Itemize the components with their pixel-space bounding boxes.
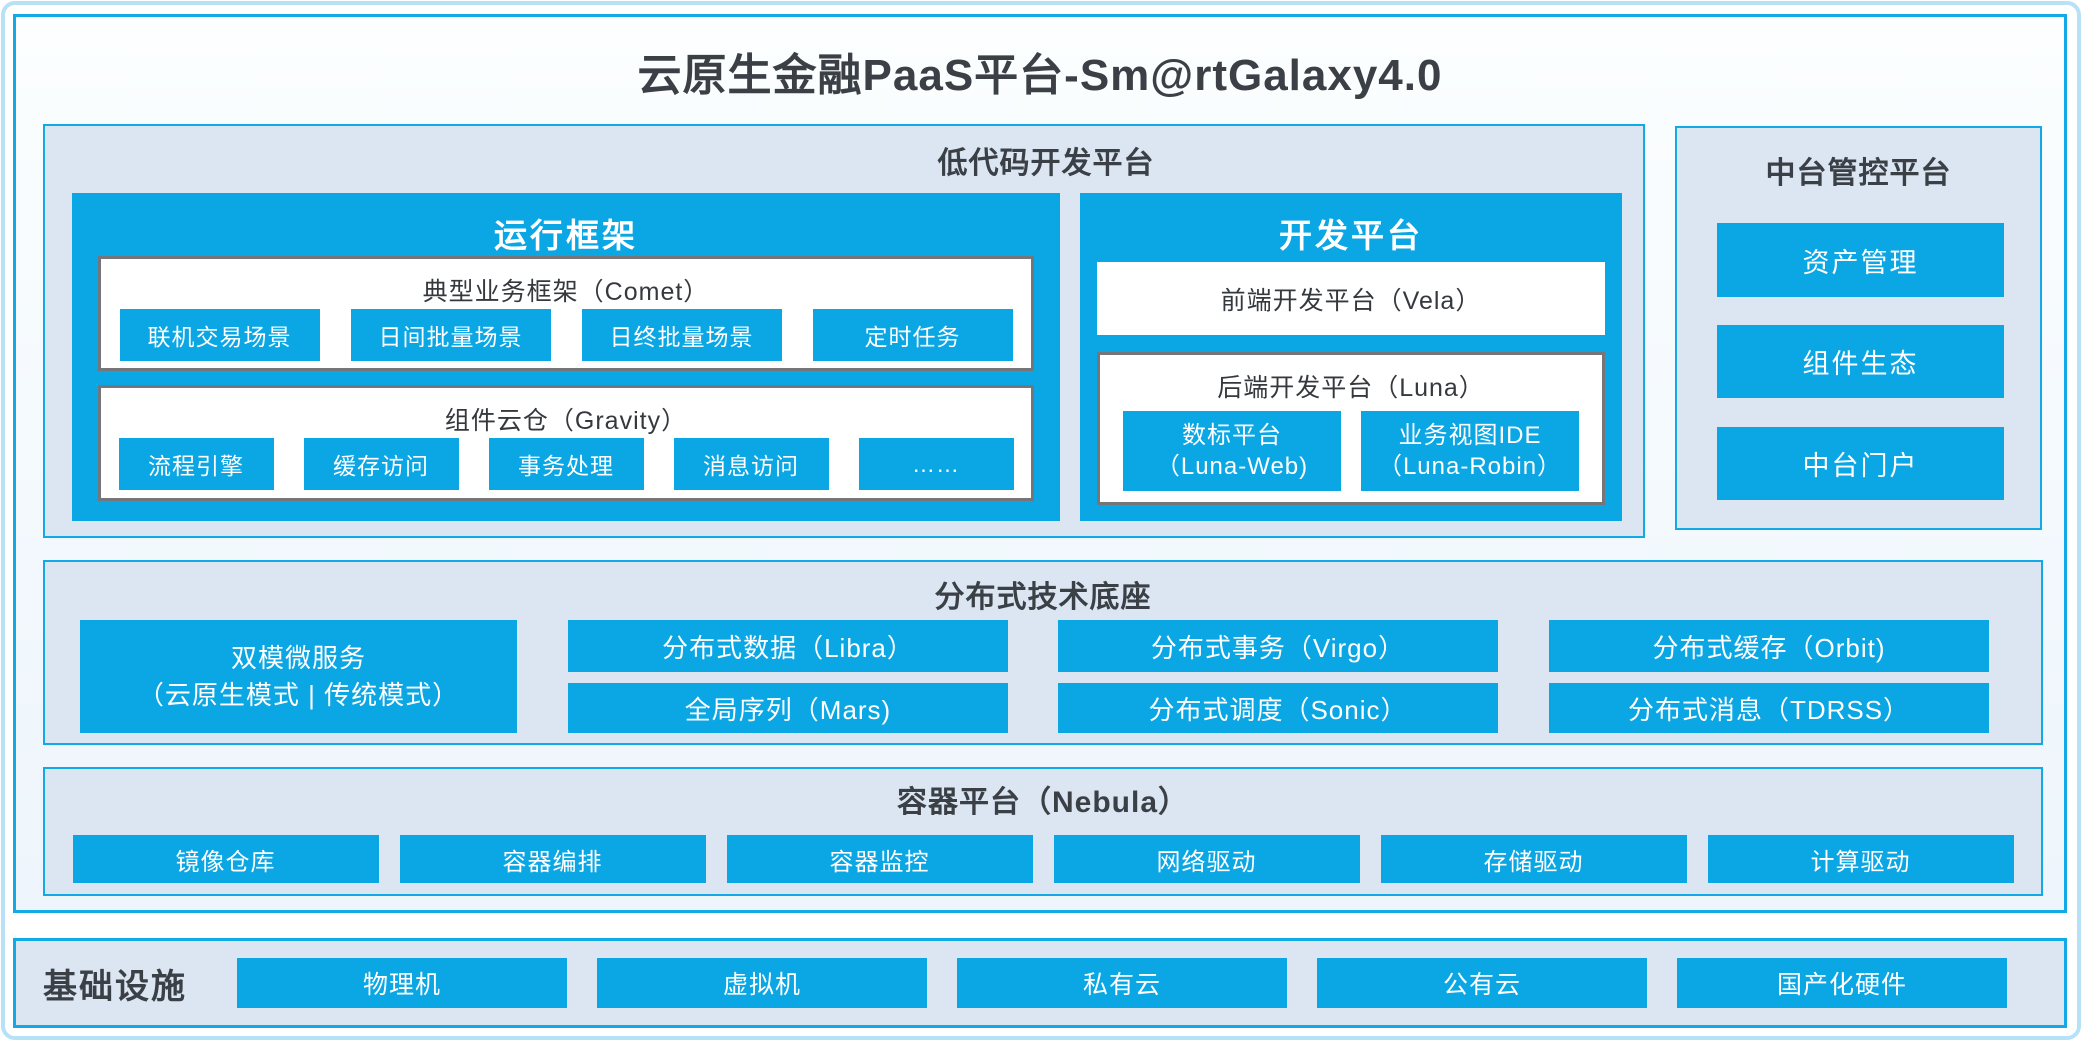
distributed-transaction-chip: 分布式事务（Virgo） xyxy=(1058,620,1498,672)
page-title: 云原生金融PaaS平台-Sm@rtGalaxy4.0 xyxy=(637,51,1443,100)
luna-robin-chip-line1: 业务视图IDE xyxy=(1398,421,1542,449)
storage-driver-chip: 存储驱动 xyxy=(1380,835,1687,883)
luna-backend-box: 后端开发平台（Luna） 数标平台 （Luna-Web) 业务视图IDE （Lu… xyxy=(1097,352,1605,505)
domestic-hardware-chip: 国产化硬件 xyxy=(1677,958,2007,1008)
comet-chip: 日间批量场景 xyxy=(350,309,551,361)
platform-diagram: 云原生金融PaaS平台-Sm@rtGalaxy4.0 低代码开发平台 运行框架 … xyxy=(13,14,2067,913)
dev-platform-title: 开发平台 xyxy=(1279,217,1423,254)
gravity-chip: 缓存访问 xyxy=(303,438,459,490)
comet-framework-box: 典型业务框架（Comet） 联机交易场景 日间批量场景 日终批量场景 定时任务 xyxy=(98,256,1034,371)
comet-chip: 日终批量场景 xyxy=(581,309,782,361)
distributed-scheduling-chip: 分布式调度（Sonic） xyxy=(1058,683,1498,733)
luna-backend-title: 后端开发平台（Luna） xyxy=(1217,374,1485,402)
asset-management-chip: 资产管理 xyxy=(1717,223,2004,297)
network-driver-chip: 网络驱动 xyxy=(1053,835,1360,883)
gravity-chip: 消息访问 xyxy=(673,438,829,490)
luna-robin-chip: 业务视图IDE （Luna-Robin） xyxy=(1361,411,1579,491)
luna-chip-row: 数标平台 （Luna-Web) 业务视图IDE （Luna-Robin） xyxy=(1100,411,1602,491)
gravity-chip-row: 流程引擎 缓存访问 事务处理 消息访问 …… xyxy=(101,438,1031,490)
comet-framework-title: 典型业务框架（Comet） xyxy=(422,278,710,306)
dev-platform-box: 开发平台 前端开发平台（Vela） 后端开发平台（Luna） 数标平台 （Lun… xyxy=(1080,193,1622,521)
lowcode-panel-title: 低代码开发平台 xyxy=(937,147,1155,180)
compute-driver-chip: 计算驱动 xyxy=(1707,835,2014,883)
comet-chip-row: 联机交易场景 日间批量场景 日终批量场景 定时任务 xyxy=(101,309,1031,361)
dual-mode-line1: 双模微服务 xyxy=(230,643,366,674)
container-monitoring-chip: 容器监控 xyxy=(726,835,1033,883)
gravity-warehouse-box: 组件云仓（Gravity） 流程引擎 缓存访问 事务处理 消息访问 …… xyxy=(98,385,1034,501)
lowcode-panel: 低代码开发平台 运行框架 典型业务框架（Comet） 联机交易场景 日间批量场景… xyxy=(43,124,1645,538)
luna-robin-chip-line2: （Luna-Robin） xyxy=(1377,453,1563,480)
container-platform-title: 容器平台（Nebula） xyxy=(896,786,1190,819)
private-cloud-chip: 私有云 xyxy=(957,958,1287,1008)
vela-frontend-box: 前端开发平台（Vela） xyxy=(1097,262,1605,335)
distributed-data-chip: 分布式数据（Libra） xyxy=(568,620,1008,672)
comet-chip: 联机交易场景 xyxy=(119,309,320,361)
runtime-framework-title: 运行框架 xyxy=(494,217,638,254)
container-platform-panel: 容器平台（Nebula） 镜像仓库 容器编排 容器监控 网络驱动 存储驱动 计算… xyxy=(43,767,2043,896)
image-registry-chip: 镜像仓库 xyxy=(72,835,379,883)
dual-mode-microservice-chip: 双模微服务 （云原生模式 | 传统模式） xyxy=(80,620,517,733)
gravity-chip-ellipsis: …… xyxy=(858,438,1014,490)
component-ecosystem-chip: 组件生态 xyxy=(1717,325,2004,398)
midplatform-portal-chip: 中台门户 xyxy=(1717,427,2004,500)
distributed-base-title: 分布式技术底座 xyxy=(934,581,1152,614)
midplatform-panel: 中台管控平台 资产管理 组件生态 中台门户 xyxy=(1675,126,2042,530)
distributed-message-chip: 分布式消息（TDRSS） xyxy=(1549,683,1989,733)
infrastructure-panel: 基础设施 物理机 虚拟机 私有云 公有云 国产化硬件 xyxy=(13,938,2067,1028)
dual-mode-line2: （云原生模式 | 传统模式） xyxy=(137,679,460,710)
infrastructure-chip-row: 物理机 虚拟机 私有云 公有云 国产化硬件 xyxy=(237,958,2007,1008)
luna-web-chip-line2: （Luna-Web) xyxy=(1155,453,1309,480)
midplatform-title: 中台管控平台 xyxy=(1765,157,1952,190)
container-orchestration-chip: 容器编排 xyxy=(399,835,706,883)
distributed-base-panel: 分布式技术底座 双模微服务 （云原生模式 | 传统模式） 分布式数据（Libra… xyxy=(43,560,2043,745)
public-cloud-chip: 公有云 xyxy=(1317,958,1647,1008)
gravity-warehouse-title: 组件云仓（Gravity） xyxy=(444,407,688,435)
physical-machine-chip: 物理机 xyxy=(237,958,567,1008)
gravity-chip: 事务处理 xyxy=(488,438,644,490)
comet-chip: 定时任务 xyxy=(812,309,1013,361)
luna-web-chip-line1: 数标平台 xyxy=(1182,421,1282,449)
infrastructure-title: 基础设施 xyxy=(43,967,187,1006)
virtual-machine-chip: 虚拟机 xyxy=(597,958,927,1008)
gravity-chip: 流程引擎 xyxy=(118,438,274,490)
global-sequence-chip: 全局序列（Mars) xyxy=(568,683,1008,733)
luna-web-chip: 数标平台 （Luna-Web) xyxy=(1123,411,1341,491)
runtime-framework-box: 运行框架 典型业务框架（Comet） 联机交易场景 日间批量场景 日终批量场景 … xyxy=(72,193,1060,521)
container-chip-row: 镜像仓库 容器编排 容器监控 网络驱动 存储驱动 计算驱动 xyxy=(45,835,2041,883)
distributed-cache-chip: 分布式缓存（Orbit) xyxy=(1549,620,1989,672)
